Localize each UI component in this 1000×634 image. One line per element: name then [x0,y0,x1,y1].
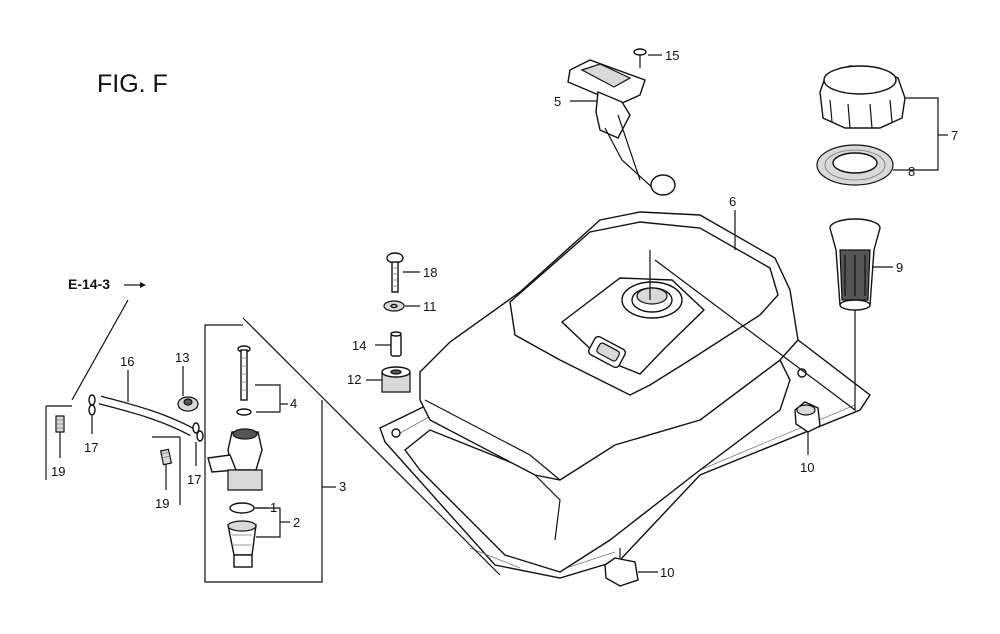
callout-11: 11 [423,299,437,314]
callout-17-right: 17 [187,472,201,487]
grommet-icon [381,366,411,393]
damper-icon [794,401,821,433]
bracket-19a [45,405,72,480]
callout-10-lower: 10 [660,565,674,580]
fuel-tube-icon [98,395,195,436]
fuel-tank-icon [379,211,871,579]
callout-5: 5 [554,94,561,109]
bolt-icon [386,252,404,293]
fuel-cap-gasket-icon [816,144,894,186]
reference-leader [71,299,129,401]
fuel-valve-icon [207,345,263,568]
filter-guide-line [654,259,856,412]
washer-icon [383,300,405,312]
callout-7: 7 [951,128,958,143]
bolt-19b-icon [159,448,173,466]
callout-12: 12 [347,372,361,387]
fuel-cap-icon [819,65,906,129]
callout-19-left: 19 [51,464,65,479]
callout-1: 1 [270,500,277,515]
callout-2: 2 [293,515,300,530]
bracket-4 [255,384,281,413]
screw-icon [633,48,647,68]
callout-13: 13 [175,350,189,365]
reference-arrow-head [140,282,146,288]
callout-4: 4 [290,396,297,411]
clip-right-icon [192,422,204,442]
callout-16: 16 [120,354,134,369]
nut-icon [177,396,199,412]
bracket-3 [204,324,323,583]
callout-8: 8 [908,164,915,179]
callout-15: 15 [665,48,679,63]
callout-3: 3 [339,479,346,494]
callout-6: 6 [729,194,736,209]
reference-label: E-14-3 [68,276,110,292]
collar-icon [390,331,402,357]
fuel-filter-icon [829,218,881,311]
callout-18: 18 [423,265,437,280]
callout-14: 14 [352,338,366,353]
callout-17-left: 17 [84,440,98,455]
callout-19-right: 19 [155,496,169,511]
bracket-7 [905,97,939,171]
clip-left-icon [88,394,96,416]
figure-title: FIG. F [97,70,168,98]
bolt-19a-icon [55,415,65,433]
callout-9: 9 [896,260,903,275]
valve-guide-line [242,317,501,576]
bracket-19b [152,436,181,505]
damper-lower-icon [604,548,639,587]
callout-10-upper: 10 [800,460,814,475]
fuel-gauge-icon [567,59,676,196]
